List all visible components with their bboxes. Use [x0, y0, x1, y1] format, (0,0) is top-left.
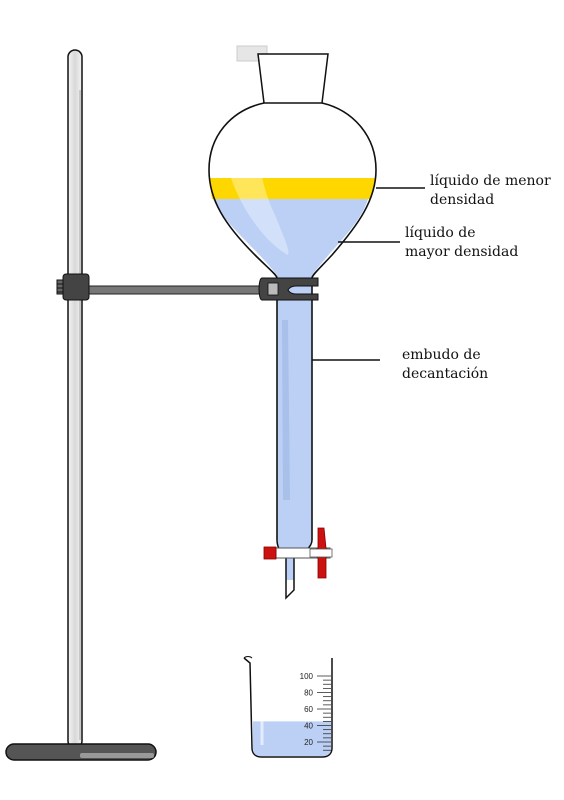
leader-lines	[312, 187, 425, 361]
stopcock	[263, 527, 333, 579]
label-light-liquid: líquido de menor densidad	[430, 173, 551, 208]
support-stand	[5, 49, 157, 761]
beaker-outline	[243, 657, 333, 758]
beaker-scale-label: 60	[304, 705, 313, 714]
bulb-left	[208, 102, 278, 279]
label-dense-liquid: líquido de mayor densidad	[405, 225, 519, 260]
dense-liquid	[213, 199, 368, 580]
clamp	[56, 273, 269, 301]
separatory-funnel	[208, 45, 377, 600]
beaker: 100 80 60 40 20	[243, 656, 333, 758]
stopcock-nut	[263, 546, 277, 560]
clamp-arm	[87, 285, 269, 295]
clamp-screw	[56, 279, 64, 295]
beaker-scale-label: 100	[300, 672, 314, 681]
clamp-jaws	[258, 277, 319, 301]
beaker-liquid	[253, 721, 331, 756]
label-funnel: embudo de decantación	[402, 347, 489, 382]
clamp-boss	[62, 273, 90, 301]
light-liquid	[209, 178, 376, 199]
beaker-scale-label: 40	[304, 722, 313, 731]
beaker-scale-label: 20	[304, 738, 313, 747]
beaker-scale-label: 80	[304, 689, 313, 698]
funnel-neck	[257, 53, 329, 104]
beaker-scale: 100 80 60 40 20	[300, 672, 331, 751]
drip-tip	[285, 558, 295, 600]
bulb-right	[311, 102, 377, 279]
